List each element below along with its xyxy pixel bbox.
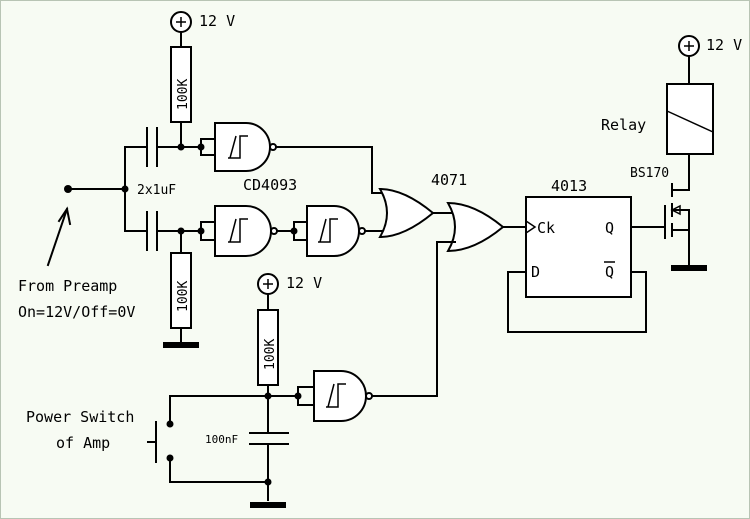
mosfet-arrow-icon [670,204,681,216]
ground-mosfet [671,265,707,271]
nand1-body [214,122,271,172]
mosfet-label: BS170 [630,166,669,181]
r2-value: 100K [176,281,191,312]
or-4071-label: 4071 [431,171,467,189]
relay-label: Relay [601,116,646,134]
supply-plus-1 [176,17,186,27]
r3-value: 100K [263,339,278,370]
capacitor-top [146,127,158,167]
nand1-output-wire [275,146,386,194]
nand2-schmitt-icon [228,218,248,243]
nand1-schmitt-icon [228,135,248,159]
input-wire-up [124,146,148,190]
nand4-schmitt-icon [326,383,346,408]
input-note-line2: On=12V/Off=0V [18,303,135,321]
nand-gate-3 [290,205,386,257]
or1-body [378,187,435,239]
nand3-body [306,205,360,257]
r1-value: 100K [176,79,191,110]
or-gate-2 [436,201,527,253]
cd4093-label: CD4093 [243,176,297,194]
pin-d: D [531,263,540,281]
top-pullup: 12 V 100K [170,11,235,151]
switch-top-wire [169,395,269,421]
switch-note-line1: Power Switch [26,408,134,426]
debounce-cap-label: 100nF [205,433,238,446]
supply-label-2: 12 V [286,274,322,292]
relay-coil-diagonal [666,110,714,133]
nand-gate-2 [197,205,295,257]
relay-to-drain [675,153,690,191]
or-gate-1 [378,187,453,239]
switch-bottom-wire [169,459,269,501]
relay-driver: 12 V Relay BS170 [601,35,742,271]
input-cap-label: 2x1uF [137,183,176,198]
switch-note-line2: of Amp [56,434,110,452]
input-wire-down [124,188,148,232]
nand-gate-4 [294,241,438,422]
nand3-schmitt-icon [318,218,338,243]
r1-junction [177,143,185,151]
ground-switch [250,502,286,508]
nand4-body [313,370,367,422]
flipflop-label: 4013 [551,177,587,195]
input-capacitors: 2x1uF [137,127,202,251]
input-note-line1: From Preamp [18,277,117,295]
capacitor-debounce [249,432,289,445]
or2-body [446,201,505,253]
pin-ck: Ck [537,219,555,237]
pin-qbar: Q [605,263,614,281]
capacitor-bottom [146,211,158,251]
nand1-input-junction [197,143,205,151]
input-arrow-head [57,206,72,226]
clock-triangle-icon [525,220,537,234]
supply-plus-3 [684,41,694,51]
ground-r2 [163,342,199,348]
input-arrow-shaft [46,207,69,267]
pin-q: Q [605,219,614,237]
nand3-input-junction [290,227,298,235]
switch-section: 12 V 100K 100nF Power Switch of Amp [26,273,322,508]
input-section: From Preamp On=12V/Off=0V [18,146,148,321]
nand2-input-junction [197,227,205,235]
mosfet-source [671,189,690,267]
switch-contact-bottom [166,454,174,462]
supply-label-3: 12 V [706,36,742,54]
flipflop-body [525,196,632,298]
mosfet-body-link [671,209,690,231]
supply-label-1: 12 V [199,12,235,30]
nand2-body [214,205,272,257]
flipflop-4013: 4013 Ck Q D Q [507,177,666,333]
switch-contact-top [166,420,174,428]
nand4-output-wire [371,241,438,397]
bottom-pulldown: 100K [163,227,199,348]
nand-gate-1 [197,122,386,194]
supply-plus-2 [263,279,273,289]
nand4-input-junction [294,392,302,400]
relay-coil [666,83,714,155]
qbar-to-d-feedback [507,271,647,333]
